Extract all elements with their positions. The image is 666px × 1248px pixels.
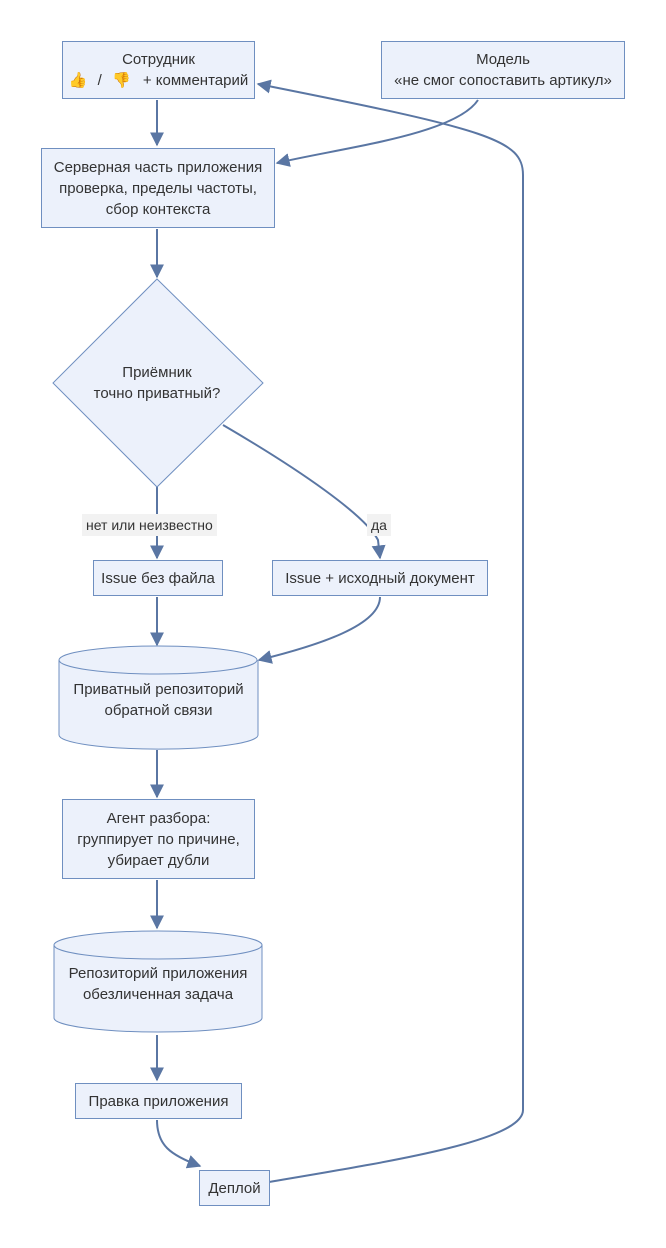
issue-no-file-label: Issue без файла [101, 569, 215, 587]
employee-title: Сотрудник [122, 51, 195, 68]
thumbs-down-icon: 👎 [111, 71, 131, 89]
model-node: Модель «не смог сопоставить артикул» [381, 41, 625, 99]
triage-agent-line-3: убирает дубли [107, 851, 210, 869]
app-repo-cylinder [53, 930, 263, 1033]
app-repo-label: Репозиторий приложения обезличенная зада… [54, 960, 262, 1008]
reaction-separator: / [97, 72, 102, 89]
app-fix-label: Правка приложения [88, 1092, 229, 1110]
server-node: Серверная часть приложения проверка, пре… [41, 148, 275, 228]
decision-label: Приёмник точно приватный? [57, 345, 257, 421]
server-line-3: сбор контекста [105, 200, 211, 218]
model-title: Модель [476, 51, 530, 68]
server-line-2: проверка, пределы частоты, [59, 179, 257, 197]
private-repo-cylinder [58, 645, 259, 750]
issue-with-doc-node: Issue + исходный документ [272, 560, 488, 596]
deploy-label: Деплой [208, 1179, 261, 1197]
triage-agent-line-2: группирует по причине, [77, 830, 240, 848]
decision-diamond [52, 278, 264, 488]
edge-label-yes: да [367, 514, 391, 536]
app-repo-line-2: обезличенная задача [82, 986, 234, 1003]
edge-deploy-to-employee [256, 79, 524, 1183]
edge-label-no-or-unknown: нет или неизвестно [82, 514, 217, 536]
thumbs-up-icon: 👍 [68, 71, 88, 89]
employee-feedback-row: 👍 / 👎 + комментарий [69, 70, 248, 91]
employee-node: Сотрудник 👍 / 👎 + комментарий [62, 41, 255, 99]
private-repo-line-2: обратной связи [104, 702, 213, 719]
decision-line-1: Приёмник [122, 364, 192, 381]
comment-label: + комментарий [142, 72, 249, 89]
edge-decision-to-issue-with-doc [222, 424, 386, 560]
edge-app-fix-to-deploy [156, 1119, 202, 1169]
private-repo-line-1: Приватный репозиторий [73, 681, 244, 698]
private-repo-label: Приватный репозиторий обратной связи [59, 676, 258, 724]
edge-model-to-server [275, 99, 479, 167]
app-repo-line-1: Репозиторий приложения [68, 965, 248, 982]
triage-agent-node: Агент разбора: группирует по причине, уб… [62, 799, 255, 879]
model-message: «не смог сопоставить артикул» [394, 72, 612, 89]
edge-issue-with-doc-to-private-repo [257, 596, 381, 664]
deploy-node: Деплой [199, 1170, 270, 1206]
server-title: Серверная часть приложения [53, 158, 263, 176]
triage-agent-title: Агент разбора: [106, 809, 211, 827]
decision-line-2: точно приватный? [93, 385, 221, 402]
app-fix-node: Правка приложения [75, 1083, 242, 1119]
issue-with-doc-label: Issue + исходный документ [285, 569, 475, 587]
issue-no-file-node: Issue без файла [93, 560, 223, 596]
